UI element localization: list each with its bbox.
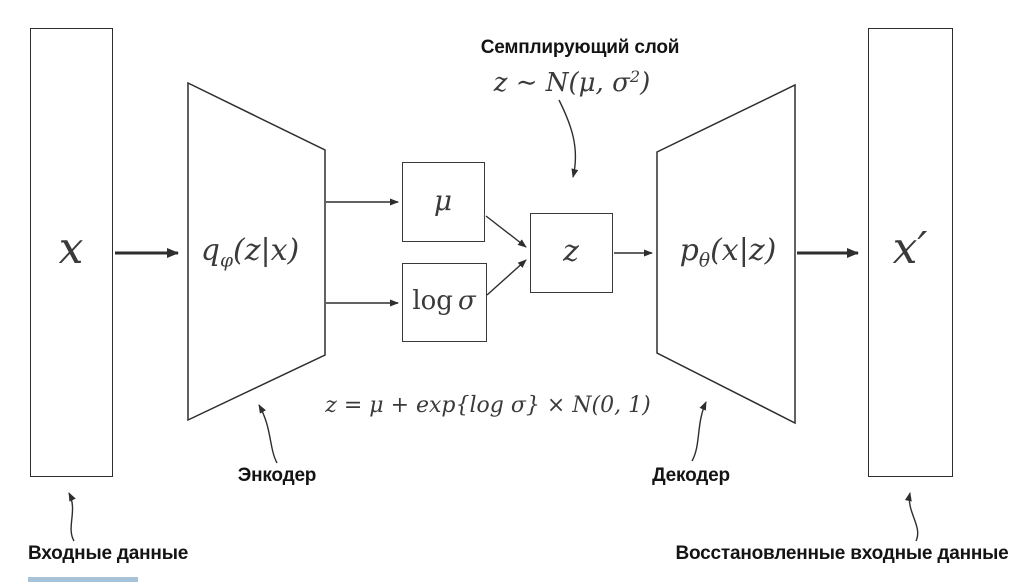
arrow-output-callout bbox=[904, 492, 919, 542]
arrow-encoder-callout bbox=[258, 404, 278, 464]
decoder-func-args: (x|z) bbox=[710, 233, 777, 268]
encoder-formula: qφ(z|x) bbox=[200, 233, 300, 271]
mu-symbol: μ bbox=[433, 184, 453, 217]
log-roman: log bbox=[412, 286, 453, 316]
arrow-mu-to-z bbox=[485, 215, 527, 248]
z-box bbox=[530, 213, 613, 293]
encoder-func-base: q bbox=[200, 233, 220, 268]
encoder-func-sub: φ bbox=[219, 250, 233, 272]
dist-sup: 2 bbox=[629, 67, 641, 87]
arrow-sampling-callout bbox=[558, 99, 579, 178]
reparameterization-formula: z = μ + exp{log σ} × N(0, 1) bbox=[325, 393, 651, 418]
mu-box bbox=[402, 162, 485, 242]
dist-pre: z ∼ N(μ, σ bbox=[493, 68, 630, 98]
dist-post: ) bbox=[640, 68, 651, 98]
sigma-symbol: σ bbox=[457, 286, 476, 316]
encoder-label: Энкодер bbox=[237, 465, 317, 486]
decoder-label: Декодер bbox=[652, 465, 730, 486]
input-symbol: x bbox=[58, 223, 84, 274]
decoder-func-base: p bbox=[679, 233, 699, 268]
z-symbol: z bbox=[563, 234, 579, 269]
sampling-layer-label: Семплирующий слой bbox=[480, 37, 680, 58]
decoder-func-sub: θ bbox=[698, 250, 711, 272]
arrow-input-callout bbox=[68, 492, 76, 542]
decoder-formula: pθ(x|z) bbox=[679, 233, 777, 271]
input-data-label: Входные данные bbox=[28, 543, 189, 564]
reconstructed-data-rect bbox=[868, 28, 953, 477]
output-symbol: x′ bbox=[892, 223, 928, 274]
arrow-decoder-callout bbox=[691, 401, 707, 462]
caption-accent-bar bbox=[28, 577, 138, 582]
log-sigma-box bbox=[402, 263, 487, 342]
encoder-func-args: (z|x) bbox=[233, 233, 300, 268]
reconstructed-data-label: Восстановленные входные данные bbox=[675, 543, 1009, 564]
input-data-rect bbox=[30, 28, 113, 477]
arrow-log-sigma-to-z bbox=[486, 259, 527, 296]
sampling-distribution: z ∼ N(μ, σ2) bbox=[493, 67, 651, 98]
